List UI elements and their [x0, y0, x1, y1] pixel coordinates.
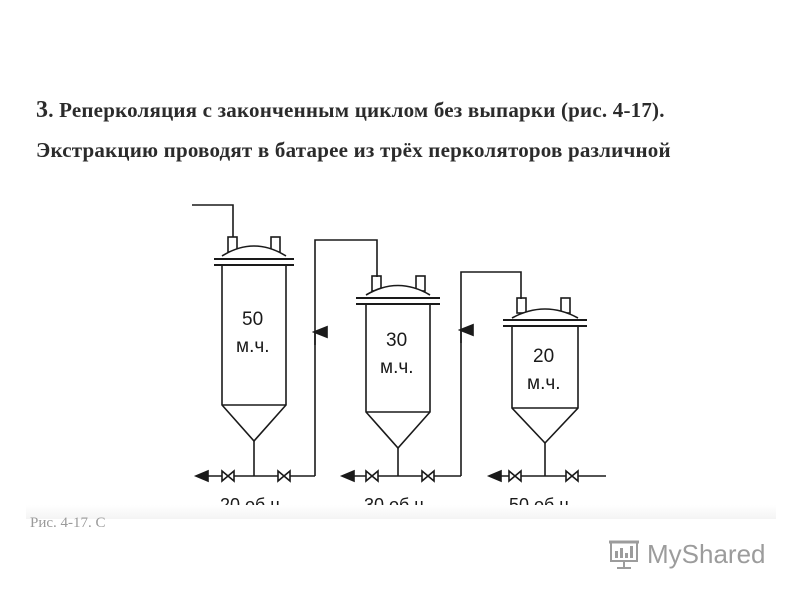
heading-number: 3 — [36, 97, 49, 123]
heading-line-1: 3. Реперколяция с законченным циклом без… — [36, 97, 665, 124]
percolator-3-volume: 20 — [533, 346, 554, 367]
percolator-2 — [356, 275, 440, 476]
transfer-pipe-2-3 — [460, 271, 522, 476]
outflow-arrow-2 — [339, 469, 355, 483]
valve-2-right — [421, 469, 435, 483]
percolator-1-dome — [221, 245, 287, 257]
percolator-3-unit: м.ч. — [527, 373, 561, 394]
heading-line-2: Экстракцию проводят в батарее из трёх пе… — [36, 138, 671, 162]
percolator-2-volume: 30 — [386, 330, 407, 351]
valve-1-left — [221, 469, 235, 483]
outflow-line-3 — [486, 469, 606, 483]
outflow-arrow-3 — [486, 469, 502, 483]
valve-3-right — [565, 469, 579, 483]
myshared-logo: MyShared — [607, 536, 766, 572]
percolator-1-unit: м.ч. — [236, 336, 270, 357]
percolator-1-volume: 50 — [242, 309, 263, 330]
valve-2-left — [365, 469, 379, 483]
percolator-1 — [214, 236, 294, 476]
percolator-2-dome — [365, 284, 431, 296]
percolator-2-unit: м.ч. — [380, 357, 414, 378]
percolator-3-dome — [511, 308, 579, 319]
presentation-board-icon — [609, 540, 639, 569]
inlet-pipe — [192, 204, 234, 238]
logo-text: MyShared — [647, 538, 766, 569]
percolator-3-port-left — [516, 297, 527, 314]
outflow-line-1 — [193, 469, 315, 483]
outflow-line-2 — [339, 469, 461, 483]
scan-edge — [26, 505, 776, 519]
transfer-pipe-1-2 — [314, 239, 378, 476]
valve-1-right — [277, 469, 291, 483]
valve-3-left — [508, 469, 522, 483]
outflow-arrow-1 — [193, 469, 209, 483]
figure-caption: Рис. 4-17. С — [30, 515, 106, 531]
heading-line-1-text: . Реперколяция с законченным циклом без … — [48, 98, 665, 122]
